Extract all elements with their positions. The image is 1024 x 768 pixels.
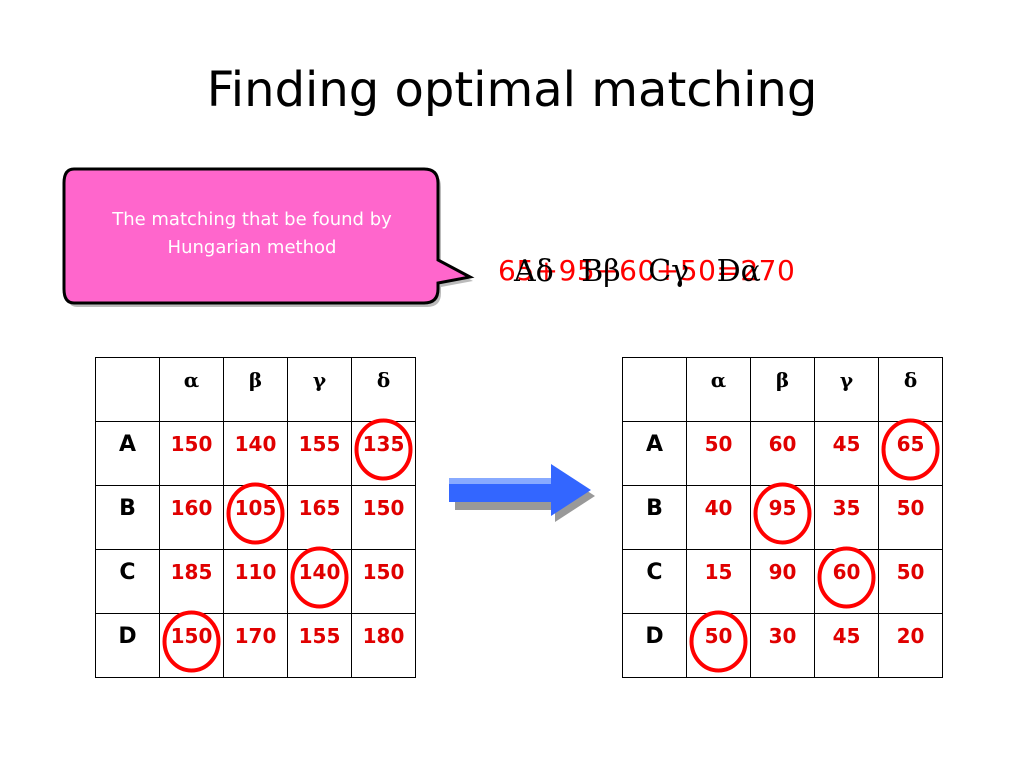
matrix-cell: 60: [814, 549, 879, 614]
matrix-cell: 30: [750, 613, 815, 678]
matrix-cell: 50: [878, 485, 943, 550]
matrix-cell: 45: [814, 613, 879, 678]
column-header: δ: [878, 357, 943, 422]
column-header: α: [686, 357, 751, 422]
matrix-cell: 60: [750, 421, 815, 486]
column-header: γ: [814, 357, 879, 422]
matrix-cell: 50: [686, 421, 751, 486]
row-header: A: [622, 421, 687, 486]
row-header: B: [622, 485, 687, 550]
cost-matrix: α β γ δ A 150 140 155 135 B 160 105 165 …: [95, 357, 416, 678]
formula-matching: Aδ Bβ Cγ Dα: [514, 254, 761, 289]
matrix-cell: 95: [750, 485, 815, 550]
matrix-cell: 180: [351, 613, 416, 678]
matrix-cell: 135: [351, 421, 416, 486]
right-arrow-icon: [449, 464, 595, 522]
row-header: D: [95, 613, 160, 678]
corner-cell: [622, 357, 687, 422]
matrix-cell: 110: [223, 549, 288, 614]
matrix-cell: 90: [750, 549, 815, 614]
row-header: A: [95, 421, 160, 486]
column-header: γ: [287, 357, 352, 422]
matrix-cell: 155: [287, 421, 352, 486]
speech-bubble: [62, 167, 475, 307]
corner-cell: [95, 357, 160, 422]
matrix-cell: 165: [287, 485, 352, 550]
matrix-cell: 160: [159, 485, 224, 550]
matrix-cell: 50: [686, 613, 751, 678]
matrix-cell: 15: [686, 549, 751, 614]
slide-title: Finding optimal matching: [206, 62, 818, 118]
matrix-cell: 140: [287, 549, 352, 614]
row-header: C: [622, 549, 687, 614]
matrix-cell: 20: [878, 613, 943, 678]
matrix-cell: 45: [814, 421, 879, 486]
matrix-cell: 150: [159, 421, 224, 486]
matrix-cell: 50: [878, 549, 943, 614]
matrix-cell: 40: [686, 485, 751, 550]
matrix-cell: 185: [159, 549, 224, 614]
row-header: C: [95, 549, 160, 614]
row-header: D: [622, 613, 687, 678]
matrix-cell: 170: [223, 613, 288, 678]
column-header: δ: [351, 357, 416, 422]
matrix-cell: 150: [159, 613, 224, 678]
matrix-cell: 150: [351, 549, 416, 614]
formula-sum: 65+95+60+50=270: [498, 254, 796, 287]
column-header: β: [223, 357, 288, 422]
row-header: B: [95, 485, 160, 550]
column-header: α: [159, 357, 224, 422]
matrix-cell: 140: [223, 421, 288, 486]
callout-text: The matching that be found by Hungarian …: [112, 209, 392, 258]
matrix-cell: 35: [814, 485, 879, 550]
column-header: β: [750, 357, 815, 422]
matrix-cell: 105: [223, 485, 288, 550]
reduced-matrix: α β γ δ A 50 60 45 65 B 40 95 35 50 C 15…: [622, 357, 943, 678]
matrix-cell: 150: [351, 485, 416, 550]
matrix-cell: 155: [287, 613, 352, 678]
matrix-cell: 65: [878, 421, 943, 486]
